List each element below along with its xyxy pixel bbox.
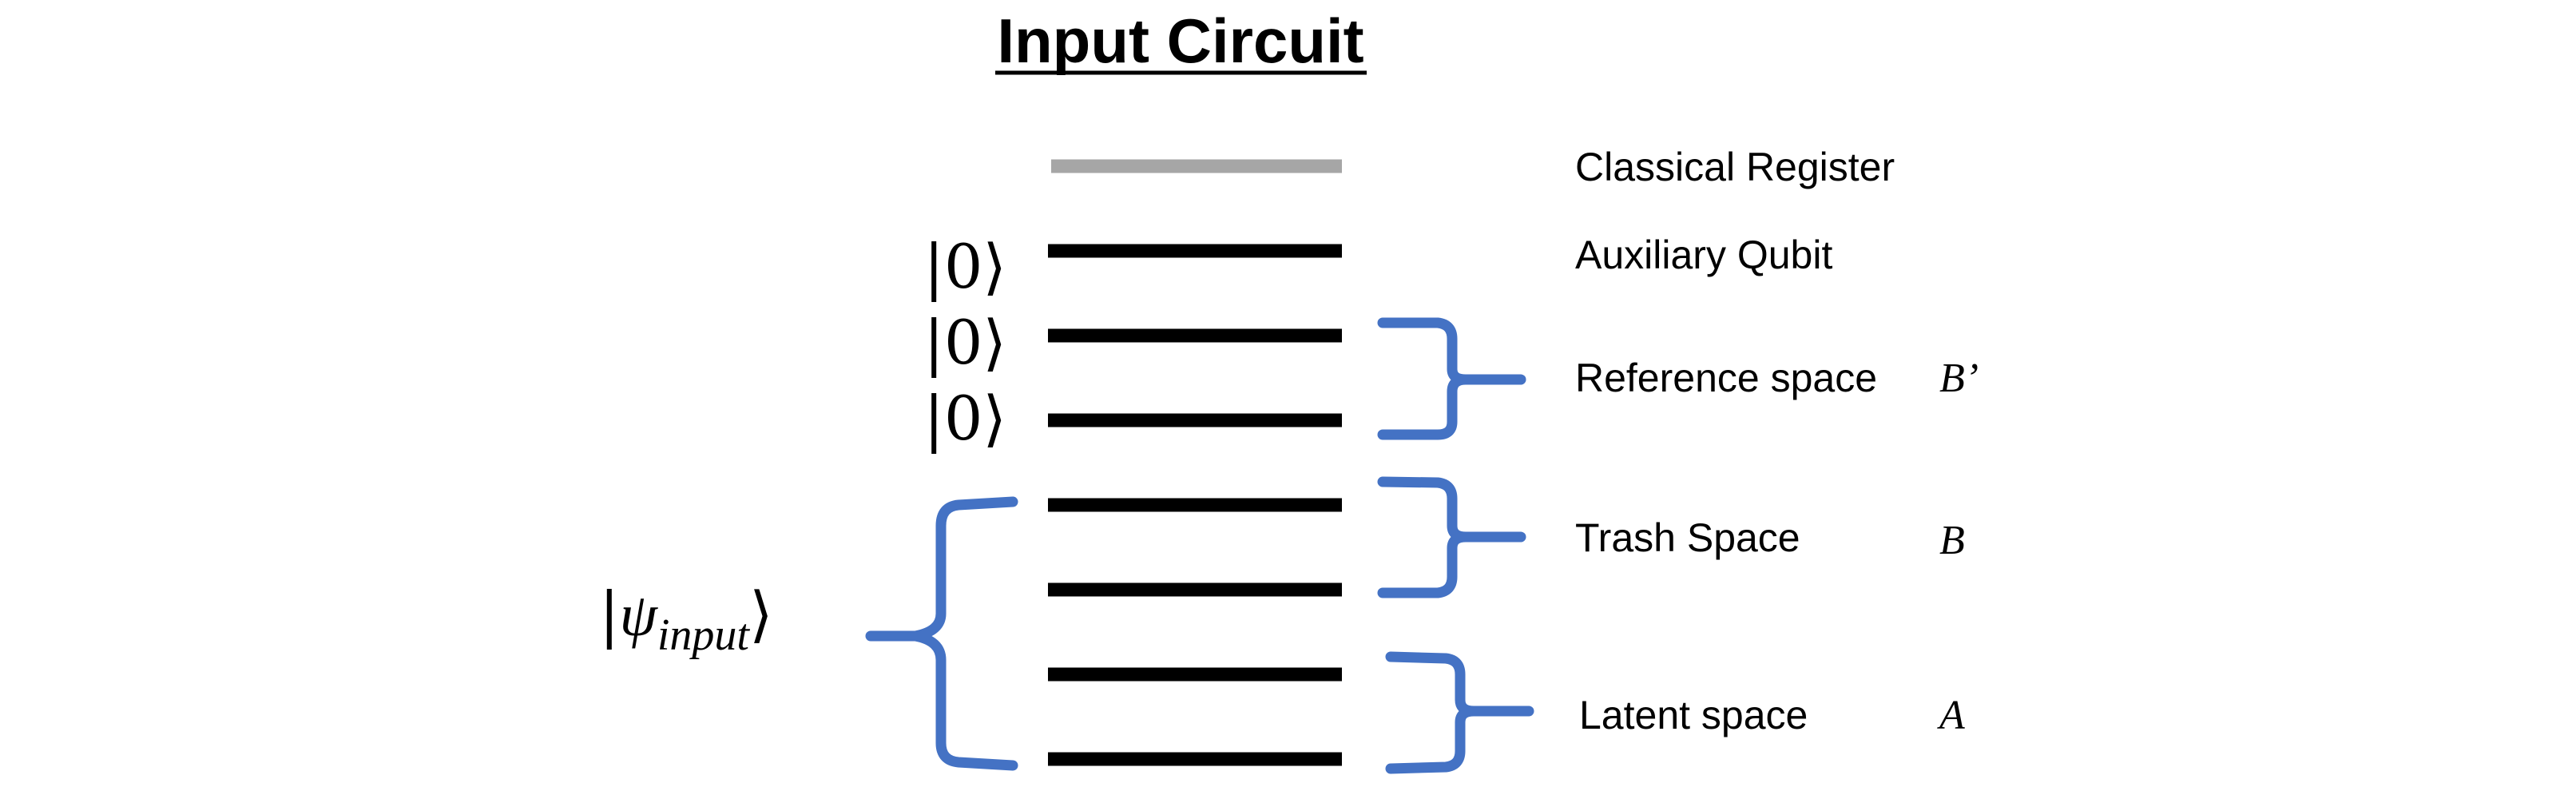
reference-space-variable: B’ — [1939, 356, 1979, 401]
ket-zero-auxiliary: |0⟩ — [923, 231, 1006, 302]
classical-register-label: Classical Register — [1575, 145, 1895, 189]
auxiliary-qubit-label: Auxiliary Qubit — [1575, 233, 1832, 277]
classical-register-pointer — [1386, 153, 1535, 179]
ket-zero-reference-1: |0⟩ — [923, 307, 1006, 378]
diagram-title: Input Circuit — [997, 6, 1363, 76]
reference-space-brace — [1377, 317, 1526, 440]
latent-space-variable: A — [1937, 693, 1965, 738]
trash-space-label: Trash Space — [1575, 515, 1800, 560]
ket-psi-input: |ψinput⟩ — [599, 578, 773, 660]
ket-zero-reference-2: |0⟩ — [923, 383, 1006, 454]
latent-space-label: Latent space — [1579, 693, 1808, 737]
auxiliary-qubit-pointer — [1386, 242, 1535, 268]
trash-space-variable: B — [1939, 518, 1965, 563]
trash-space-brace — [1377, 476, 1526, 598]
latent-space-brace — [1385, 651, 1534, 774]
input-state-brace — [865, 496, 1018, 771]
reference-space-label: Reference space — [1575, 356, 1877, 400]
